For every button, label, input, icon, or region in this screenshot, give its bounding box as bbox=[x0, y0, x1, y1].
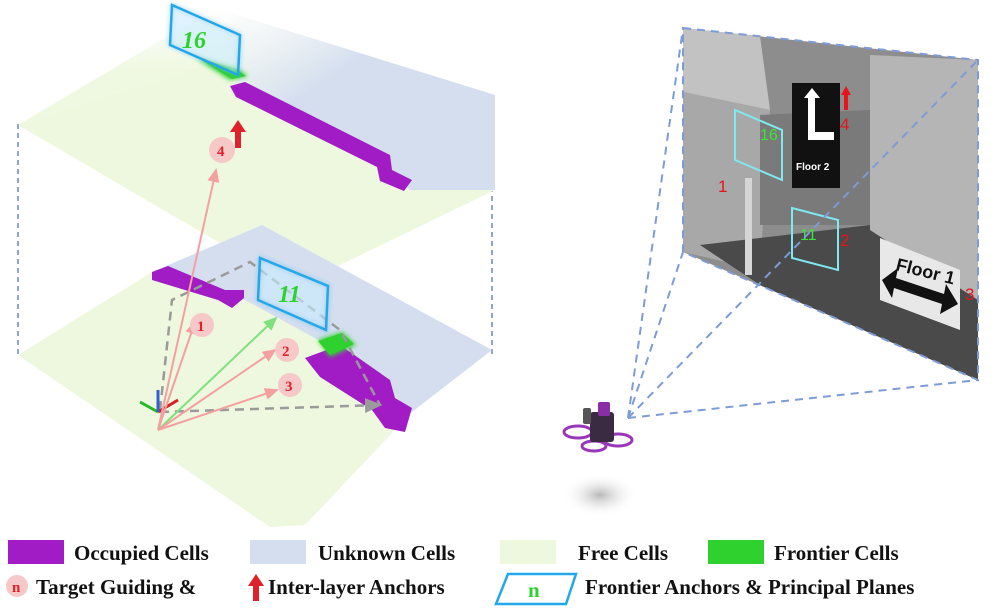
guiding-id-2: 2 bbox=[282, 344, 290, 360]
camera-view: Floor 2 Floor 1 16 11 1 2 3 4 bbox=[562, 26, 979, 517]
target-guiding-anchor-2: 2 bbox=[275, 338, 299, 362]
frontier-id-16: 16 bbox=[182, 28, 206, 54]
guiding-id-1: 1 bbox=[197, 319, 205, 335]
frustum-ray-bl bbox=[627, 251, 684, 419]
camera-frontier-id-11: 11 bbox=[800, 227, 817, 244]
legend-guiding-symbol: n bbox=[12, 580, 21, 596]
legend-label-occupied: Occupied Cells bbox=[74, 541, 209, 565]
origin-axis-red bbox=[157, 398, 179, 414]
inter-layer-anchor-4: 4 bbox=[209, 120, 246, 163]
guiding-arrow-3 bbox=[157, 388, 279, 431]
camera-anchor-id-2: 2 bbox=[840, 231, 849, 250]
legend-label-inter-layer: Inter-layer Anchors bbox=[268, 575, 445, 599]
double-arrow-icon bbox=[882, 268, 958, 314]
legend-label-frontier: Frontier Cells bbox=[774, 541, 899, 565]
lower-occupied-cells-b bbox=[305, 345, 412, 432]
legend-frontier-symbol: n bbox=[528, 578, 540, 602]
camera-up-arrow-icon bbox=[841, 86, 851, 110]
legend-label-free: Free Cells bbox=[578, 541, 668, 565]
frustum-ray-tl bbox=[627, 27, 684, 419]
legend-frontier-plane-icon bbox=[494, 572, 578, 606]
target-guiding-anchor-1: 1 bbox=[190, 313, 214, 337]
camera-anchor-id-1: 1 bbox=[718, 177, 727, 196]
legend-up-arrow-icon bbox=[248, 574, 264, 601]
lower-layer bbox=[18, 225, 492, 527]
sign-floor-2: Floor 2 bbox=[792, 83, 840, 188]
legend-label-guiding: Target Guiding & bbox=[36, 575, 196, 599]
camera-anchor-id-3: 3 bbox=[965, 285, 974, 304]
legend: Occupied Cells Unknown Cells Free Cells … bbox=[6, 540, 914, 606]
legend-label-frontier-anchors: Frontier Anchors & Principal Planes bbox=[585, 575, 914, 599]
legend-label-unknown: Unknown Cells bbox=[318, 541, 455, 565]
anchor-id-4: 4 bbox=[217, 144, 225, 160]
camera-frontier-box-11 bbox=[791, 206, 839, 272]
guiding-arrow-1 bbox=[157, 320, 197, 431]
upper-unknown-region bbox=[215, 8, 495, 190]
drone-shadow bbox=[562, 473, 638, 517]
sign-floor-2-label: Floor 2 bbox=[796, 162, 830, 173]
upper-free-region-lower bbox=[18, 60, 495, 290]
guiding-id-3: 3 bbox=[285, 379, 293, 395]
upper-occupied-cells bbox=[230, 82, 412, 191]
camera-left-wall bbox=[683, 28, 770, 110]
turn-arrow-icon bbox=[804, 88, 834, 140]
target-guiding-anchor-3: 3 bbox=[278, 373, 302, 397]
frontier-plane-11: 11 bbox=[256, 256, 330, 332]
principal-line-lower bbox=[159, 397, 383, 414]
legend-swatch-frontier bbox=[708, 540, 764, 564]
frontier-plane-16: 16 bbox=[168, 3, 242, 77]
camera-frontier-id-16: 16 bbox=[760, 127, 778, 144]
camera-anchor-id-4: 4 bbox=[840, 115, 849, 134]
guiding-arrow-4 bbox=[157, 168, 220, 431]
principal-line-upper bbox=[158, 260, 382, 411]
drone-icon bbox=[562, 402, 638, 517]
legend-swatch-occupied bbox=[8, 540, 64, 564]
frustum-ray-br bbox=[627, 379, 979, 419]
legend-swatch-unknown bbox=[250, 540, 306, 564]
layer-map: 16 11 4 1 2 3 bbox=[17, 3, 495, 527]
frontier-id-11: 11 bbox=[278, 282, 301, 308]
legend-guiding-circle bbox=[6, 575, 28, 597]
up-arrow-icon bbox=[230, 120, 246, 148]
camera-frontier-box-16 bbox=[734, 108, 783, 182]
camera-pillar bbox=[745, 178, 752, 275]
guiding-arrow-2 bbox=[157, 348, 277, 431]
origin-axis-green bbox=[139, 400, 159, 414]
legend-swatch-free bbox=[500, 540, 556, 564]
camera-right-wall bbox=[870, 55, 978, 300]
frontier-arrow-11 bbox=[157, 316, 278, 431]
